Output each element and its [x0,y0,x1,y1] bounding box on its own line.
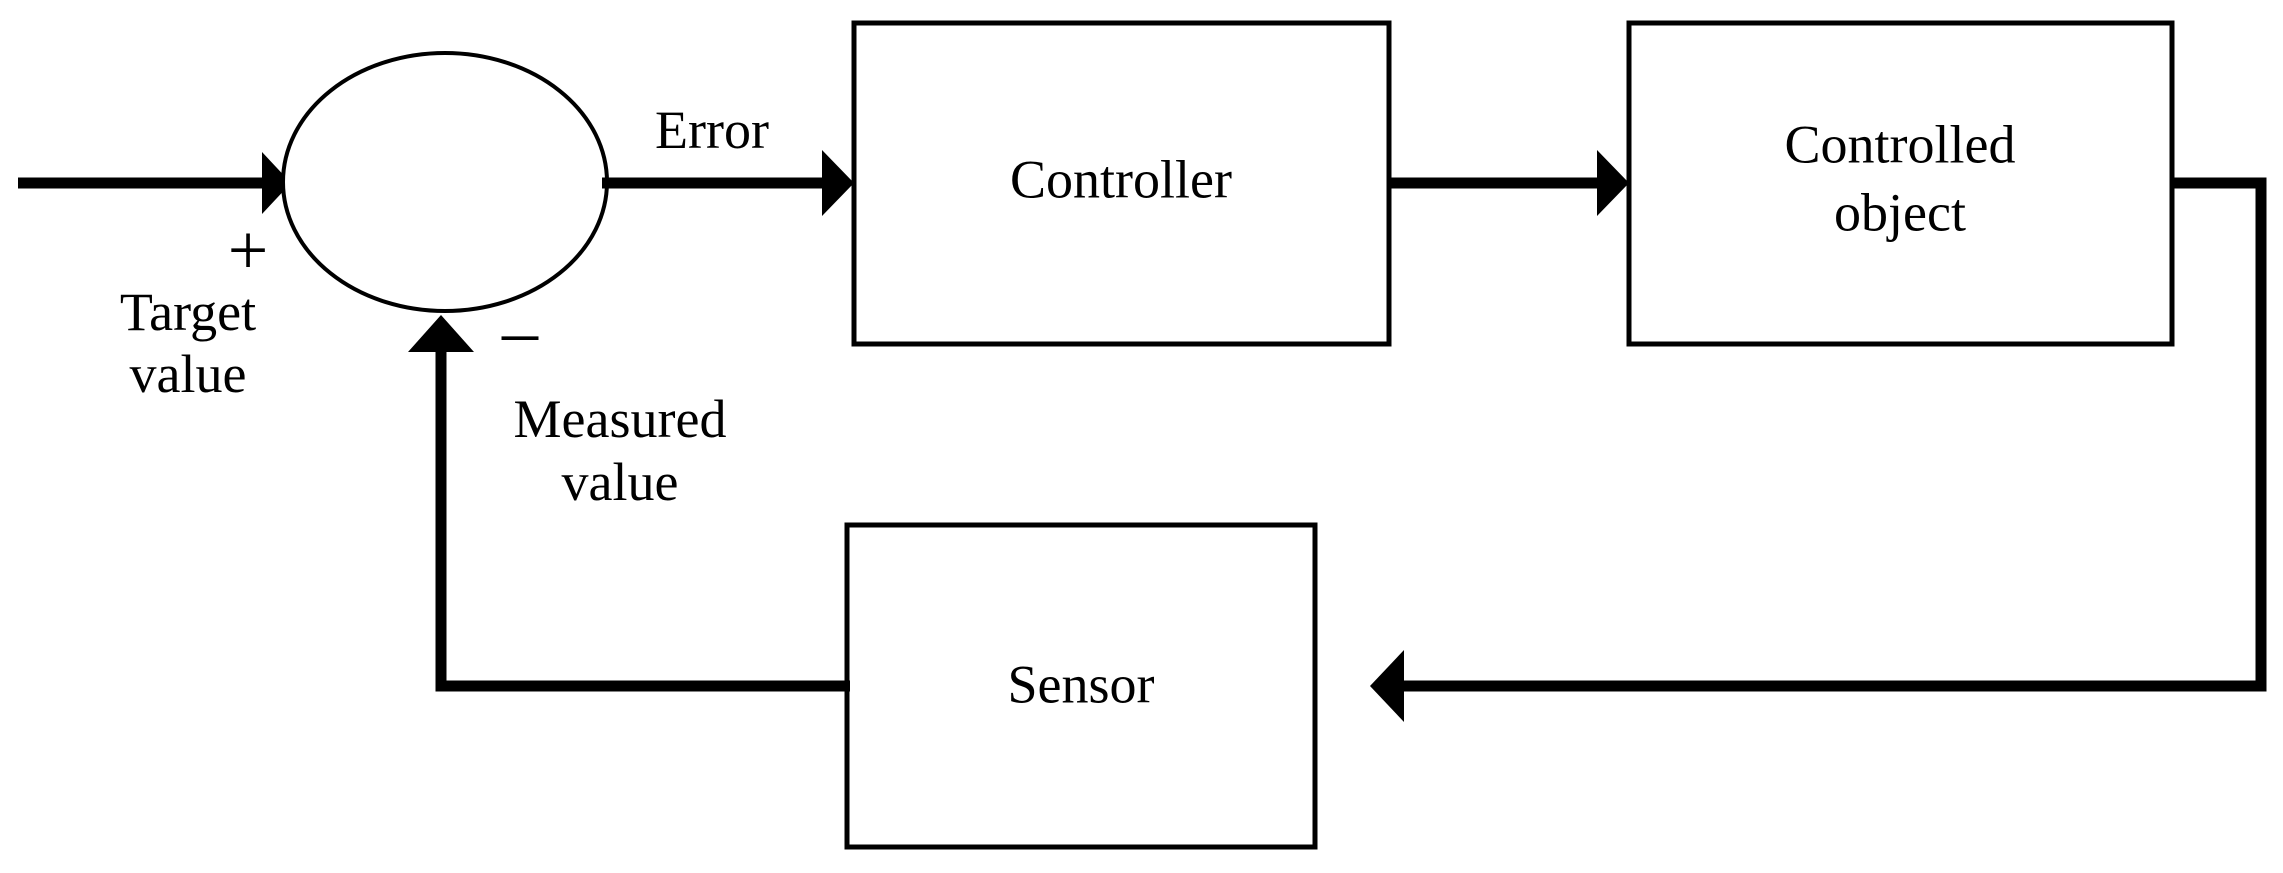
feedback-return-arrowhead [1370,650,1404,722]
feedback-return-line [1404,177,2267,692]
control-signal-arrow [1389,150,1629,216]
plus-sign: + [228,210,269,290]
sensor-block: Sensor [844,522,1318,850]
measured-value-line [435,352,850,692]
input-signal-arrow [18,152,291,214]
measured-value-path [408,315,850,692]
sensor-label: Sensor [1008,654,1155,714]
plant-label-line2: object [1834,182,1966,242]
input-arrowhead [262,152,291,214]
summing-junction-circle [281,51,609,313]
target-value-label-line1: Target [120,282,256,342]
measured-value-label-line2: value [562,452,679,512]
controller-label: Controller [1010,149,1232,209]
error-label: Error [655,100,769,160]
plant-label-line1: Controlled [1785,114,2016,174]
controller-block: Controller [851,20,1392,347]
minus-sign: – [501,291,539,371]
target-value-label-line2: value [130,344,247,404]
error-arrowhead [822,150,854,216]
sensor-box [844,522,1318,850]
plant-block: Controlled object [1626,20,2175,347]
error-signal-arrow [602,150,854,216]
measured-value-label-line1: Measured [514,389,727,449]
controller-box [851,20,1392,347]
plant-box [1626,20,2175,347]
feedback-return-path [1370,177,2267,722]
control-arrowhead [1597,150,1629,216]
measured-value-arrowhead [408,315,474,352]
